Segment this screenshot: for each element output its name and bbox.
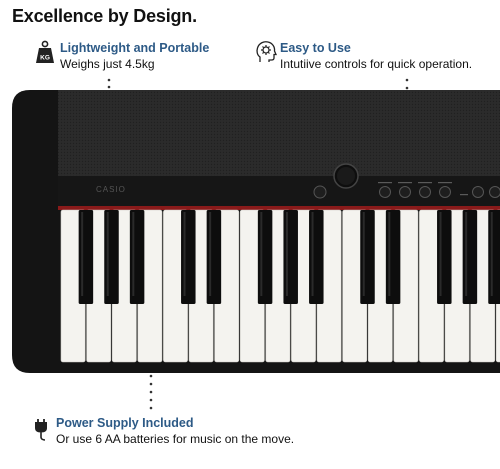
control-button-4 bbox=[439, 186, 451, 198]
control-button-6 bbox=[489, 186, 500, 198]
control-button-3 bbox=[419, 186, 431, 198]
feature-easy-to-use: Easy to Use Intutiive controls for quick… bbox=[255, 40, 500, 80]
key-felt bbox=[58, 206, 500, 210]
black-key-highlight bbox=[311, 212, 314, 296]
speaker-grille bbox=[58, 90, 500, 176]
black-key bbox=[104, 210, 119, 304]
black-key-highlight bbox=[81, 212, 84, 296]
black-key bbox=[181, 210, 196, 304]
feature-lightweight-title: Lightweight and Portable bbox=[60, 41, 210, 55]
black-key bbox=[488, 210, 500, 304]
feature-power-description: Or use 6 AA batteries for music on the m… bbox=[56, 432, 295, 446]
control-button-5 bbox=[472, 186, 484, 198]
power-plug-icon bbox=[35, 419, 47, 441]
black-key-highlight bbox=[465, 212, 468, 296]
page-headline: Excellence by Design. bbox=[12, 6, 197, 26]
feature-lightweight: KG Lightweight and Portable Weighs just … bbox=[34, 40, 234, 80]
black-key-highlight bbox=[260, 212, 263, 296]
black-key bbox=[78, 210, 94, 304]
feature-power-supply: Power Supply Included Or use 6 AA batter… bbox=[34, 412, 344, 452]
black-key-highlight bbox=[285, 212, 288, 296]
piano-keyboard: CASIO bbox=[12, 90, 500, 373]
feature-easy-title: Easy to Use bbox=[280, 41, 351, 55]
black-key bbox=[360, 210, 375, 304]
kg-weight-icon: KG bbox=[36, 40, 54, 63]
power-button bbox=[313, 185, 327, 199]
kg-icon-label: KG bbox=[40, 55, 50, 62]
control-button-2 bbox=[399, 186, 411, 198]
callout-line-power bbox=[149, 374, 153, 410]
black-key-highlight bbox=[439, 212, 442, 296]
black-key-highlight bbox=[490, 212, 493, 296]
control-button-1 bbox=[379, 186, 391, 198]
black-key bbox=[309, 210, 324, 304]
black-key bbox=[283, 210, 298, 304]
black-key bbox=[385, 210, 401, 304]
black-key-highlight bbox=[362, 212, 365, 296]
black-key-highlight bbox=[132, 212, 135, 296]
head-gear-icon bbox=[256, 41, 277, 62]
black-key bbox=[437, 210, 452, 304]
black-key bbox=[129, 210, 145, 304]
black-key bbox=[206, 210, 222, 304]
feature-lightweight-description: Weighs just 4.5kg bbox=[60, 57, 155, 71]
black-key bbox=[462, 210, 478, 304]
black-key-highlight bbox=[106, 212, 109, 296]
black-key bbox=[257, 210, 273, 304]
black-key-highlight bbox=[209, 212, 212, 296]
feature-easy-description: Intutiive controls for quick operation. bbox=[280, 57, 473, 71]
black-key-highlight bbox=[183, 212, 186, 296]
brand-logo: CASIO bbox=[96, 185, 126, 194]
feature-power-title: Power Supply Included bbox=[56, 416, 194, 430]
black-key-highlight bbox=[388, 212, 391, 296]
